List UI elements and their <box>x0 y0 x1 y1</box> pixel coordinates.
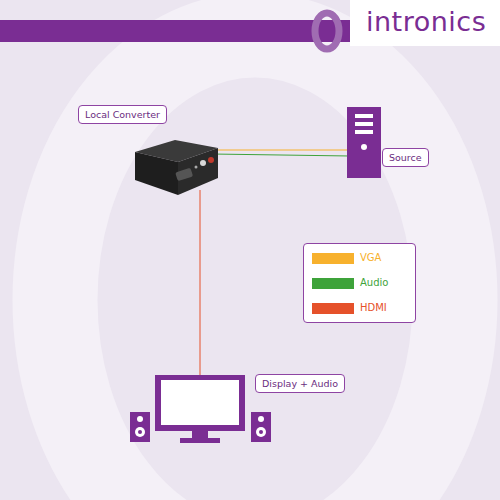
legend-text: VGA <box>360 252 381 263</box>
legend-box: VGA AudioHDMI <box>303 243 416 323</box>
legend-row: VGA <box>304 246 415 271</box>
legend-swatch <box>312 303 354 314</box>
label-box: Source <box>382 148 429 167</box>
legend-swatch <box>312 253 354 264</box>
label-box: Display + Audio <box>255 374 345 393</box>
logo-panel <box>350 0 500 46</box>
legend-text: HDMI <box>360 302 387 313</box>
monitor <box>155 375 245 443</box>
audio-wire <box>212 154 350 156</box>
label-box: Local Converter <box>78 105 167 124</box>
speaker-left <box>130 412 150 442</box>
converter-device <box>135 140 218 195</box>
hdmi-wire <box>200 190 201 376</box>
vga-wire <box>214 150 350 151</box>
brand-logo: intronics <box>366 6 486 37</box>
speaker-right <box>251 412 271 442</box>
legend-text: Audio <box>360 277 388 288</box>
band-zero <box>315 13 339 49</box>
node-label: Display + Audio <box>262 378 338 389</box>
node-label: Local Converter <box>85 109 160 120</box>
watermark-ring <box>55 35 455 500</box>
source-tower <box>347 107 381 178</box>
legend-row: Audio <box>304 271 415 296</box>
legend-swatch <box>312 278 354 289</box>
node-label: Source <box>389 152 422 163</box>
legend-row: HDMI <box>304 296 415 321</box>
